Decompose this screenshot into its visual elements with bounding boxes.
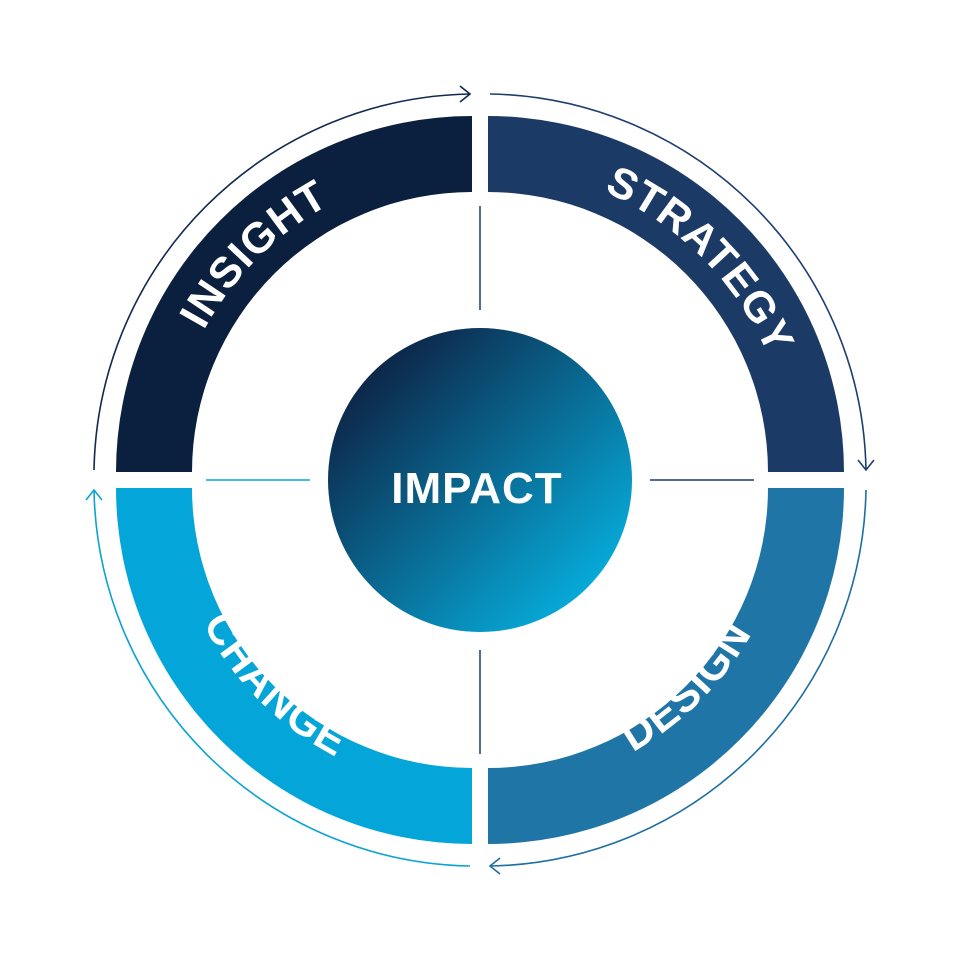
cycle-arrows	[85, 85, 875, 875]
arrow-arc-design	[489, 489, 867, 867]
arrow-head-insight	[459, 85, 472, 103]
ring-segments	[116, 116, 844, 844]
arrow-arc-insight	[93, 93, 471, 471]
arrow-head-design	[488, 857, 501, 875]
segment-design	[488, 488, 844, 844]
segment-insight	[116, 116, 472, 472]
impact-label: IMPACT	[391, 464, 562, 513]
segment-change	[116, 488, 472, 844]
impact-circle	[328, 328, 632, 632]
arrow-arc-strategy	[489, 93, 867, 471]
arrow-head-change	[85, 488, 103, 501]
arrow-head-strategy	[857, 459, 875, 472]
arrow-arc-change	[93, 489, 471, 867]
segment-strategy	[488, 116, 844, 472]
quadrant-dividers	[206, 206, 754, 754]
